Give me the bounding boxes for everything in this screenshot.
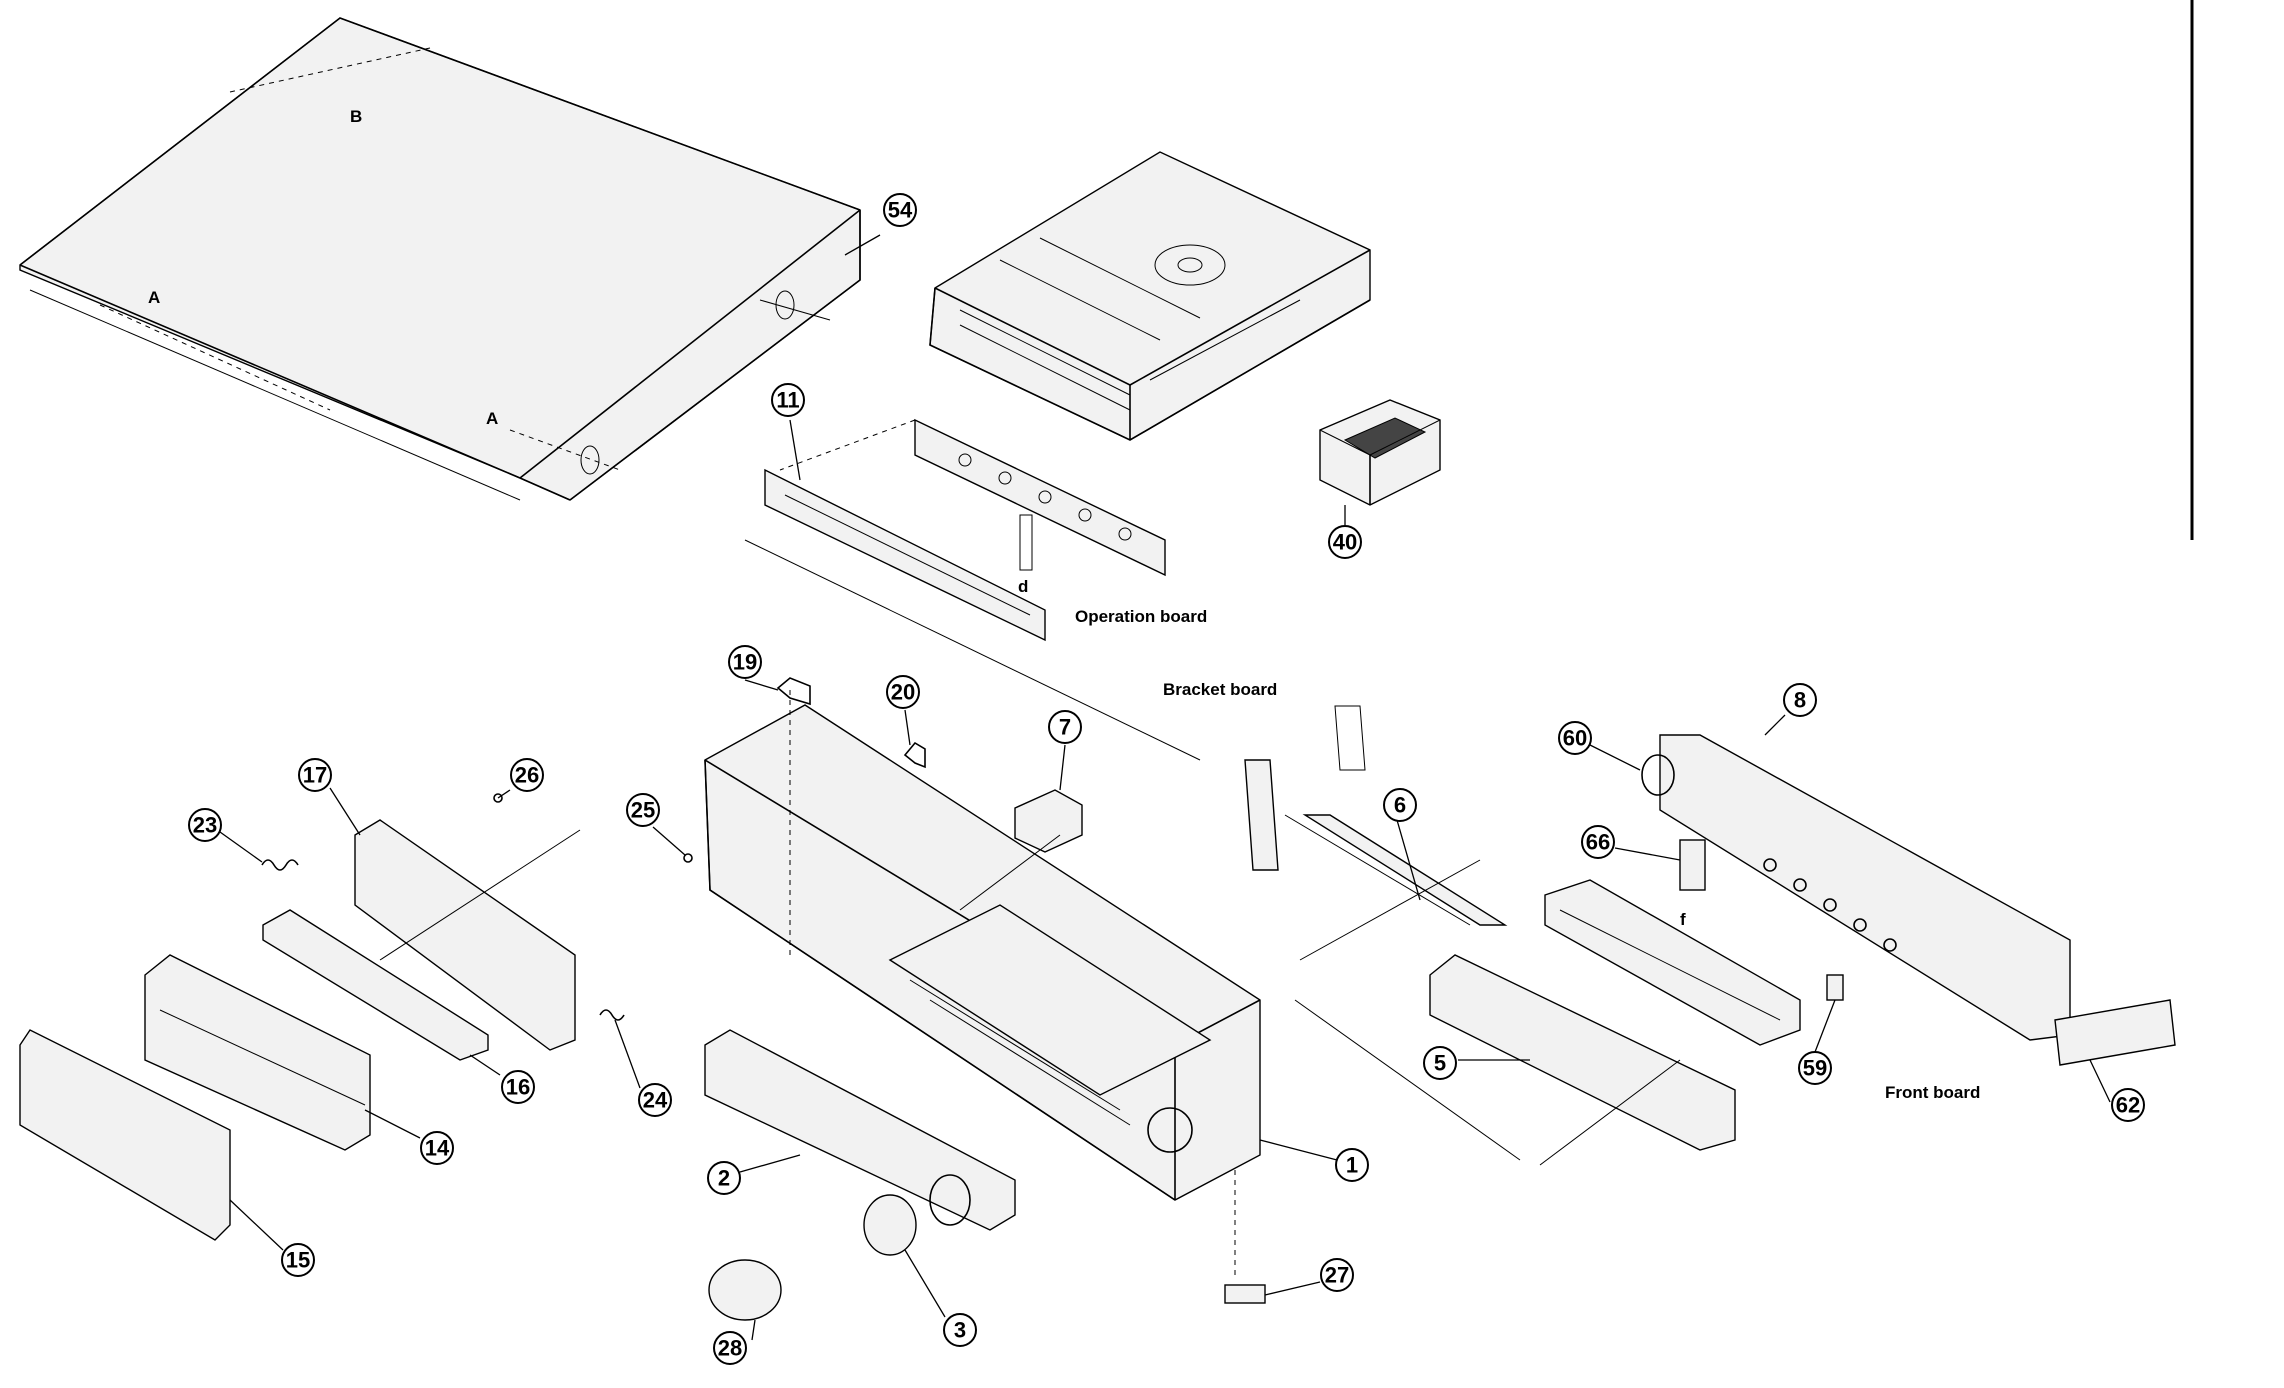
- label-bracket-board: Bracket board: [1163, 680, 1277, 699]
- callout-59: 59: [1798, 1051, 1832, 1085]
- ref-letter-f: f: [1680, 910, 1686, 929]
- svg-text:26: 26: [515, 763, 539, 788]
- leader-lines: [219, 234, 2111, 1341]
- svg-text:15: 15: [286, 1248, 310, 1273]
- callout-40: 40: [1328, 525, 1362, 559]
- svg-text:6: 6: [1394, 793, 1406, 818]
- callout-25: 25: [626, 793, 660, 827]
- callout-27: 27: [1320, 1258, 1354, 1292]
- svg-text:40: 40: [1333, 530, 1357, 555]
- callout-54: 54: [883, 193, 917, 227]
- callout-5: 5: [1423, 1046, 1457, 1080]
- callout-2: 2: [707, 1161, 741, 1195]
- svg-text:11: 11: [776, 388, 799, 413]
- svg-text:17: 17: [303, 763, 327, 788]
- svg-text:5: 5: [1434, 1051, 1446, 1076]
- callout-6: 6: [1383, 788, 1417, 822]
- callout-3: 3: [943, 1313, 977, 1347]
- svg-text:3: 3: [954, 1318, 966, 1343]
- callout-26: 26: [510, 758, 544, 792]
- door-group: [19, 793, 625, 1241]
- svg-text:59: 59: [1803, 1056, 1827, 1081]
- module-40: [1319, 399, 1441, 506]
- label-operation-board: Operation board: [1075, 607, 1207, 626]
- svg-text:60: 60: [1563, 726, 1587, 751]
- part-27-block: [1224, 1284, 1266, 1304]
- callout-24: 24: [638, 1083, 672, 1117]
- svg-text:62: 62: [2116, 1093, 2140, 1118]
- callout-7: 7: [1048, 710, 1082, 744]
- svg-text:1: 1: [1346, 1153, 1358, 1178]
- front-panel-main: [704, 704, 1261, 1201]
- label-front-board: Front board: [1885, 1083, 1980, 1102]
- callout-14: 14: [420, 1131, 454, 1165]
- svg-text:14: 14: [425, 1136, 450, 1161]
- svg-text:7: 7: [1059, 715, 1071, 740]
- bracket-board: [1244, 705, 1366, 871]
- callout-60: 60: [1558, 721, 1592, 755]
- front-board-assembly: [1429, 734, 2176, 1151]
- callout-19: 19: [728, 645, 762, 679]
- plate-6: [1284, 814, 1508, 926]
- svg-text:2: 2: [718, 1166, 730, 1191]
- callout-16: 16: [501, 1070, 535, 1104]
- top-cover: [19, 17, 861, 501]
- callout-62: 62: [2111, 1088, 2145, 1122]
- svg-text:16: 16: [506, 1075, 530, 1100]
- ref-letter-a1: A: [148, 288, 160, 307]
- ref-letter-d: d: [1018, 577, 1028, 596]
- svg-text:23: 23: [193, 813, 217, 838]
- callout-20: 20: [886, 675, 920, 709]
- callout-8: 8: [1783, 683, 1817, 717]
- svg-text:19: 19: [733, 650, 757, 675]
- callout-1: 1: [1335, 1148, 1369, 1182]
- ref-letter-b: B: [350, 107, 362, 126]
- svg-text:25: 25: [631, 798, 655, 823]
- callout-66: 66: [1581, 825, 1615, 859]
- ref-letter-a2: A: [486, 409, 498, 428]
- svg-text:24: 24: [643, 1088, 668, 1113]
- callout-23: 23: [188, 808, 222, 842]
- svg-text:66: 66: [1586, 830, 1610, 855]
- disc-mechanism: [929, 151, 1371, 441]
- callout-28: 28: [713, 1331, 747, 1365]
- small-parts-top: [683, 677, 1083, 863]
- svg-text:20: 20: [891, 680, 915, 705]
- callout-15: 15: [281, 1243, 315, 1277]
- operation-board-assembly: [744, 418, 1201, 761]
- svg-text:8: 8: [1794, 688, 1806, 713]
- knob-group: [704, 1029, 1016, 1321]
- svg-text:27: 27: [1325, 1263, 1349, 1288]
- callout-17: 17: [298, 758, 332, 792]
- svg-text:28: 28: [718, 1336, 742, 1361]
- callout-11: 11: [771, 383, 805, 417]
- svg-text:54: 54: [888, 198, 913, 223]
